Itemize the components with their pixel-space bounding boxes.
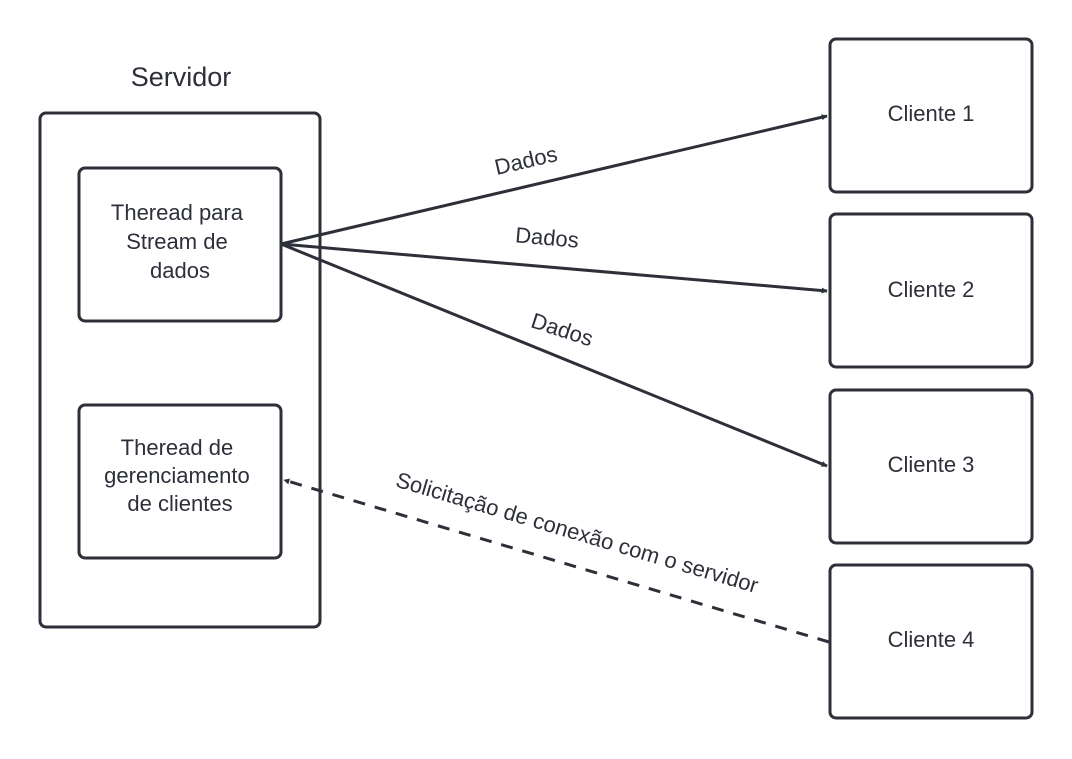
- management-thread-line-1: Theread de: [121, 435, 234, 460]
- data-label-client-2: Dados: [514, 222, 580, 252]
- client-3-label: Cliente 3: [888, 452, 975, 477]
- management-thread-line-3: de clientes: [127, 491, 232, 516]
- client-1-label: Cliente 1: [888, 101, 975, 126]
- stream-thread-line-1: Theread para: [111, 200, 244, 225]
- data-arrow-to-client-2: [280, 242, 828, 294]
- server-title: Servidor: [131, 62, 232, 92]
- connection-request-arrow: [283, 478, 830, 644]
- client-2-label: Cliente 2: [888, 277, 975, 302]
- client-2-box: [828, 212, 1034, 369]
- client-1-box: [828, 37, 1034, 194]
- stream-thread-line-2: Stream de: [126, 229, 228, 254]
- management-thread-box: [77, 403, 283, 560]
- data-arrow-to-client-3: [280, 242, 828, 468]
- stream-thread-label: Theread para Stream de dados: [111, 200, 249, 283]
- client-3-box: [828, 388, 1034, 545]
- stream-thread-line-3: dados: [150, 258, 210, 283]
- data-label-client-3: Dados: [528, 308, 596, 351]
- client-4-label: Cliente 4: [888, 627, 975, 652]
- data-arrow-to-client-1: [280, 114, 828, 246]
- management-thread-label: Theread de gerenciamento de clientes: [104, 435, 256, 516]
- data-label-client-1: Dados: [492, 141, 560, 180]
- client-4-box: [828, 563, 1034, 720]
- management-thread-line-2: gerenciamento: [104, 463, 250, 488]
- connection-request-label: Solicitação de conexão com o servidor: [393, 467, 761, 598]
